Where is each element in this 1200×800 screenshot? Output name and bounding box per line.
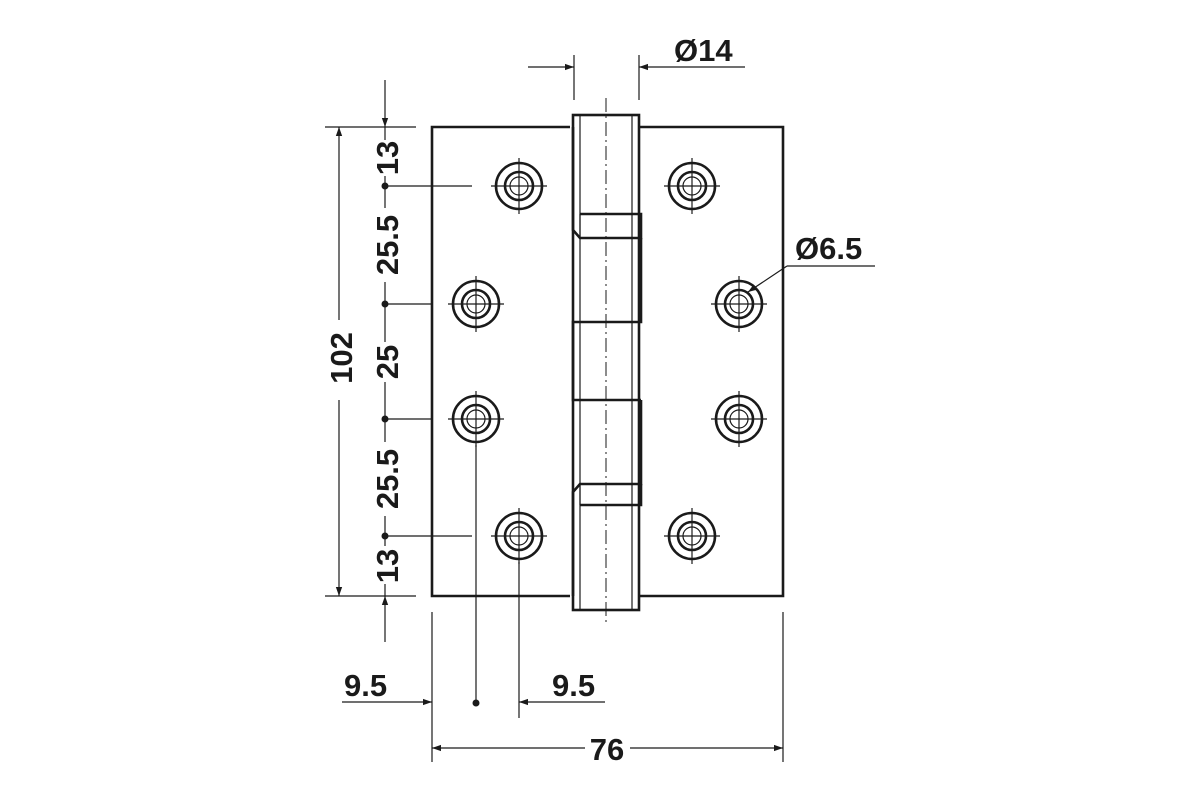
hole-8 xyxy=(664,508,720,564)
knuckle-2 xyxy=(571,238,643,402)
hole-6 xyxy=(711,276,767,332)
dim-hole-diameter: Ø6.5 xyxy=(747,231,875,293)
label-hole-diameter: Ø6.5 xyxy=(795,231,862,266)
hole-3 xyxy=(448,391,504,447)
left-leaf xyxy=(430,125,570,598)
knuckle-4 xyxy=(580,484,643,507)
knuckle-3 xyxy=(571,400,643,596)
label-edge-offset-inner: 9.5 xyxy=(344,668,387,703)
label-edge-offset-outer: 9.5 xyxy=(552,668,595,703)
label-spacing-top: 13 xyxy=(370,141,405,175)
dim-hole-spacing-chain: 13 25.5 25 25.5 13 xyxy=(370,80,472,642)
hole-5 xyxy=(664,158,720,214)
knuckle-1 xyxy=(571,127,643,240)
right-leaf xyxy=(640,125,785,598)
label-pin-diameter: Ø14 xyxy=(674,33,733,68)
label-spacing-lower: 25.5 xyxy=(370,449,405,509)
label-spacing-middle: 25 xyxy=(370,345,405,379)
label-overall-height: 102 xyxy=(324,332,359,384)
hole-1 xyxy=(491,158,547,214)
dim-edge-offsets: 9.5 9.5 xyxy=(342,445,605,762)
screw-holes xyxy=(448,158,767,564)
dim-pin-diameter: Ø14 xyxy=(528,33,745,100)
hole-7 xyxy=(711,391,767,447)
hole-2 xyxy=(448,276,504,332)
label-spacing-upper: 25.5 xyxy=(370,215,405,275)
dim-overall-width: 76 xyxy=(432,612,784,767)
hole-4 xyxy=(491,508,547,564)
hinge-body xyxy=(430,98,785,626)
label-spacing-bottom: 13 xyxy=(370,549,405,583)
dim-overall-height: 102 xyxy=(320,126,416,597)
label-overall-width: 76 xyxy=(590,732,624,767)
